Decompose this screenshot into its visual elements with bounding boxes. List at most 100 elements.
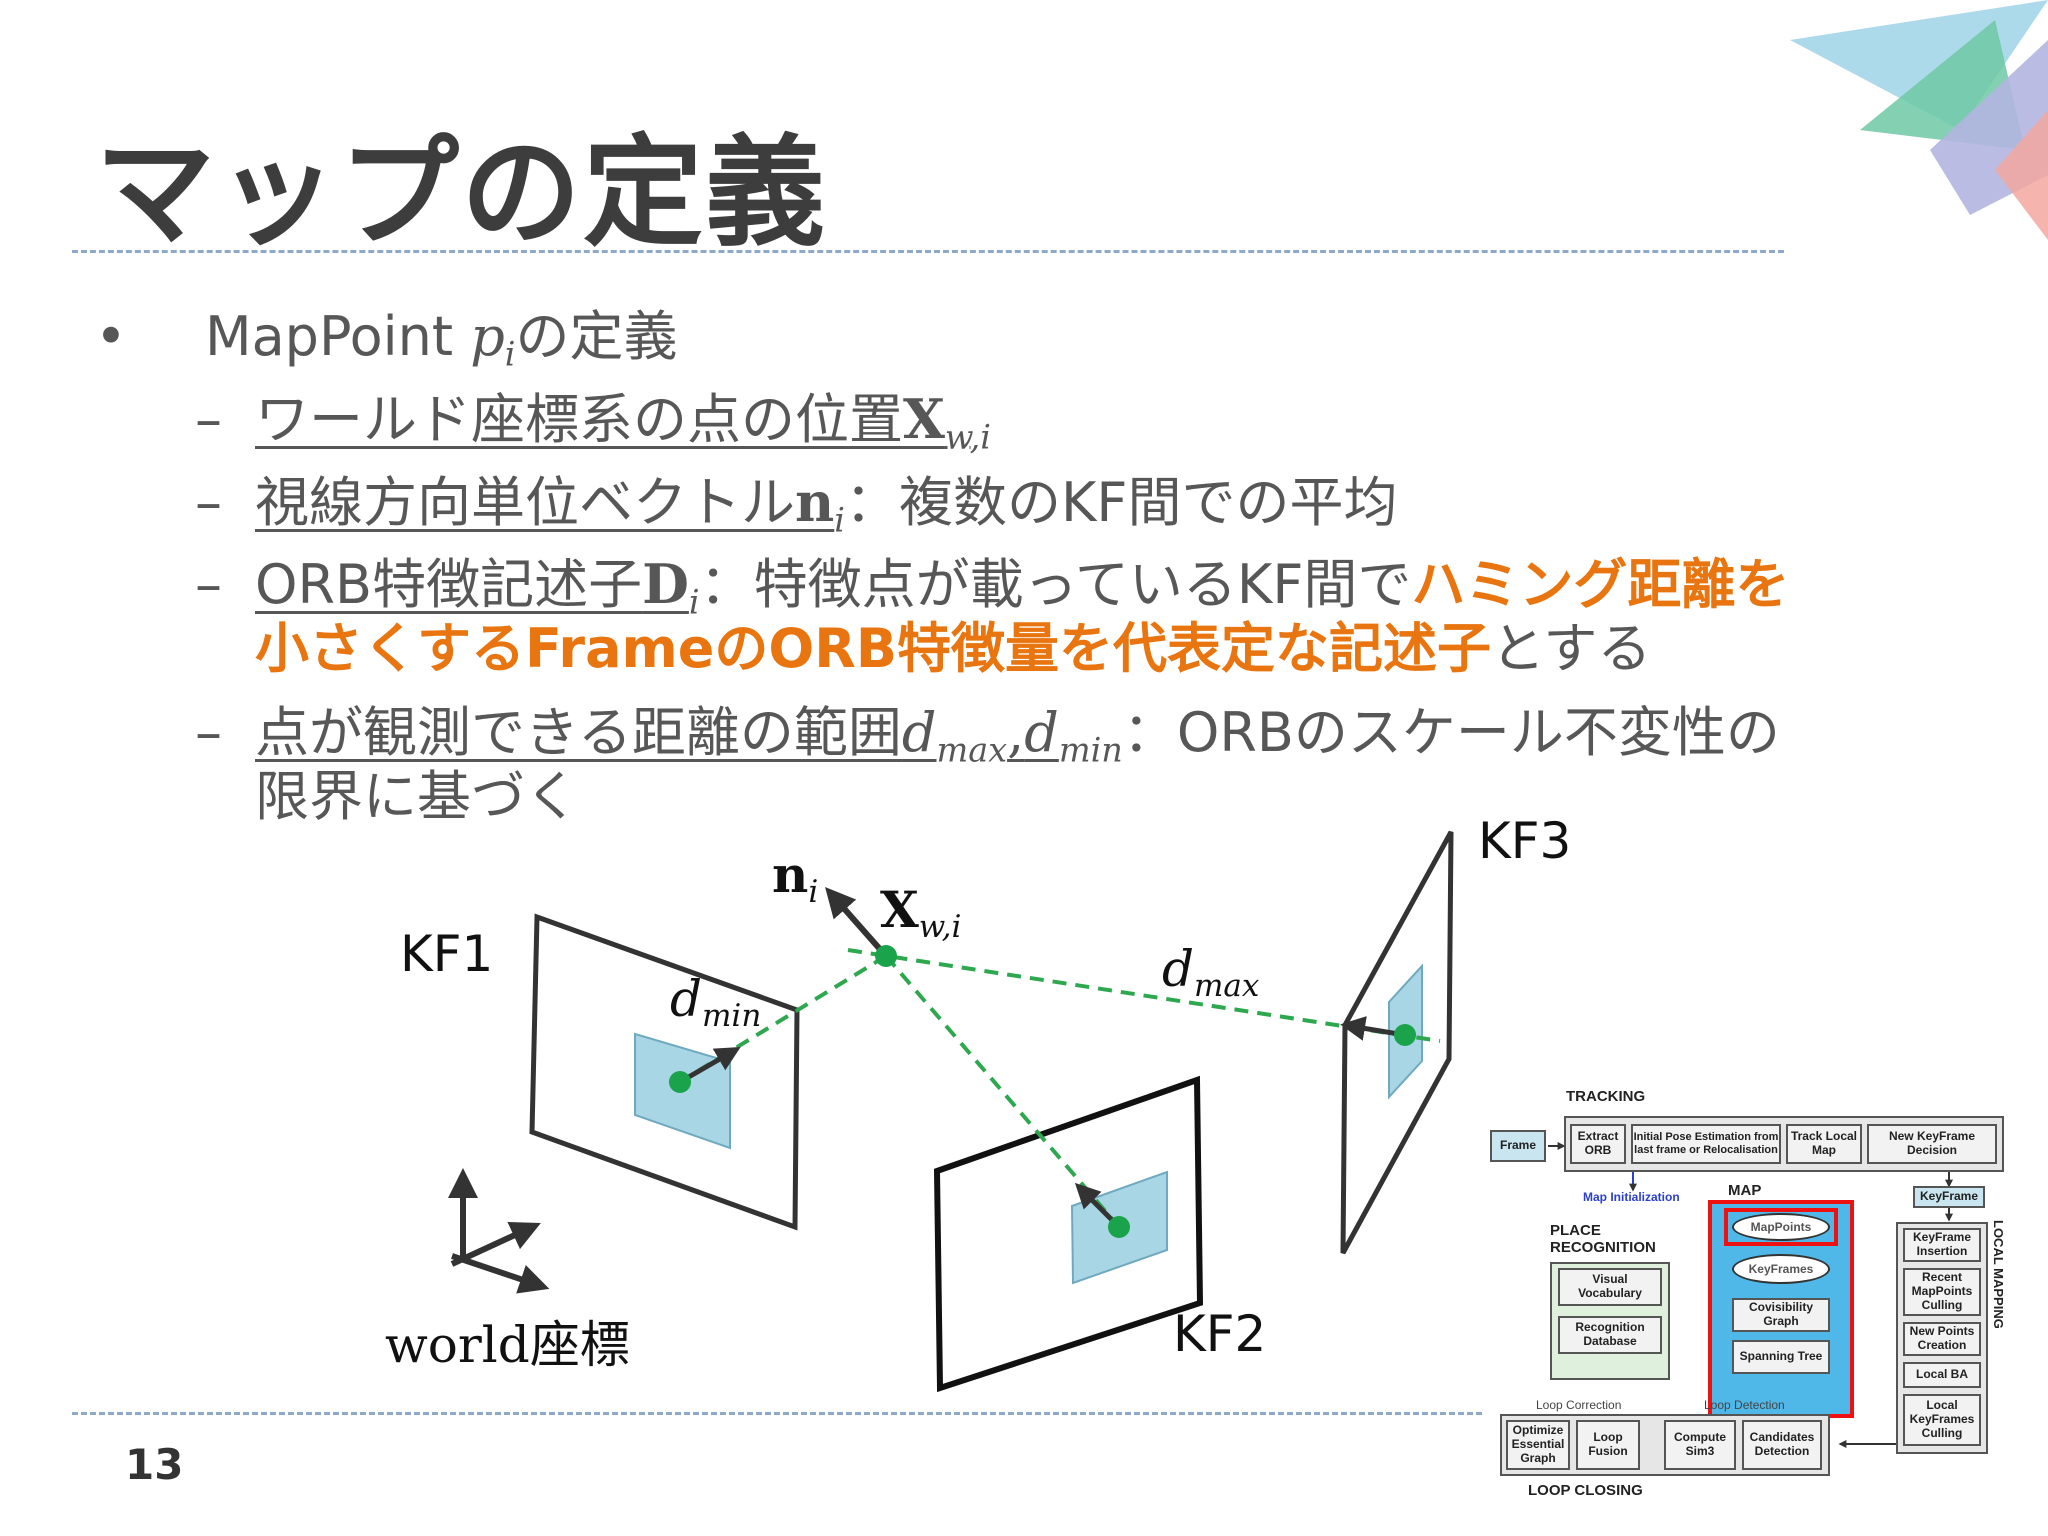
bullet-distance-range: –点が観測できる距離の範囲dmax,dmin：ORBのスケール不変性の [195, 688, 1780, 770]
track-local-map-box: Track Local Map [1786, 1124, 1862, 1164]
bullet-marker: – [195, 701, 222, 764]
ray-kf3 [847, 948, 1441, 1043]
initial-pose-box: Initial Pose Estimation from last frame … [1631, 1124, 1781, 1164]
covisibility-graph-box: Covisibility Graph [1732, 1298, 1830, 1332]
math-sub: max [936, 730, 1008, 770]
math-dmin: d [1024, 701, 1059, 764]
local-ba-box: Local BA [1903, 1362, 1981, 1388]
math-sub: i [504, 334, 516, 374]
bullet-rest: とする [1491, 617, 1652, 680]
math-sub: i [688, 582, 700, 622]
math-D: D [642, 552, 689, 616]
math-sub: i [834, 500, 845, 540]
bullet-mappoint: • MapPoint piの定義 [95, 292, 678, 374]
spanning-tree-box: Spanning Tree [1732, 1340, 1830, 1374]
dmax-label: dmax [1162, 940, 1259, 1004]
map-init-label: Map Initialization [1583, 1190, 1680, 1204]
loop-closing-heading: LOOP CLOSING [1528, 1482, 1643, 1499]
bullet-marker: • [95, 305, 127, 368]
bullet-rest: 限界に基づく [255, 765, 579, 828]
bullet-marker: – [195, 388, 222, 451]
candidates-detection-box: Candidates Detection [1742, 1420, 1822, 1470]
kf3-keypoint [1394, 1024, 1416, 1046]
recognition-database-box: Recognition Database [1558, 1316, 1662, 1354]
tracking-heading: TRACKING [1566, 1088, 1646, 1105]
math-sub: i [808, 873, 819, 910]
world-position-label: Xw,i [880, 880, 961, 945]
highlight-text: ハミング距離を [1411, 553, 1790, 616]
math-d: d [670, 970, 703, 1028]
math-sub: w,i [918, 908, 962, 945]
kf1-keypoint [669, 1071, 691, 1093]
mappoints-highlight [1724, 1208, 1838, 1246]
footer-divider [72, 1412, 1482, 1415]
keyframes-ellipse: KeyFrames [1732, 1254, 1830, 1284]
loop-detection-label: Loop Detection [1704, 1398, 1785, 1412]
kf2-frame [933, 1075, 1204, 1393]
bullet-text: MapPoint [205, 305, 471, 368]
bullet-text: ORB特徴記述子 [255, 553, 643, 616]
kf3-label: KF3 [1478, 812, 1572, 870]
bullet-underlined: ORB特徴記述子Di [255, 552, 700, 622]
math-separator: , [1007, 701, 1025, 764]
loop-correction-label: Loop Correction [1536, 1398, 1622, 1412]
dmin-label: dmin [670, 970, 761, 1034]
math-sub: w,i [944, 417, 991, 457]
bullet-orb-descriptor: –ORB特徴記述子Di：特徴点が載っているKF間でハミング距離を [195, 540, 1789, 622]
bullet-viewing-direction: –視線方向単位ベクトルni：複数のKF間での平均 [195, 458, 1397, 540]
ray-kf2 [884, 954, 1121, 1229]
new-kf-decision-box: New KeyFrame Decision [1867, 1124, 1997, 1164]
normal-vector-label: ni [772, 845, 818, 910]
loop-fusion-box: Loop Fusion [1576, 1420, 1640, 1470]
world-label: world座標 [385, 1305, 630, 1377]
orb-slam-system-diagram: TRACKING Frame Extract ORB Initial Pose … [1488, 1082, 2008, 1512]
local-mapping-heading: LOCAL MAPPING [1991, 1220, 2006, 1329]
bullet-text: ワールド座標系の点の位置 [255, 388, 903, 451]
local-kf-culling-box: Local KeyFrames Culling [1903, 1394, 1981, 1446]
kf2-keypoint [1108, 1216, 1130, 1238]
bullet-text: 点が観測できる距離の範囲 [255, 701, 902, 764]
map-point [875, 945, 897, 967]
math-dmax: d [901, 701, 937, 764]
ray-kf1 [678, 954, 888, 1084]
keyframe-box: KeyFrame [1913, 1186, 1985, 1208]
title-divider [72, 250, 1784, 253]
map-heading: MAP [1728, 1182, 1762, 1199]
corner-decoration [1790, 0, 2048, 240]
math-X: X [880, 880, 919, 939]
compute-sim3-box: Compute Sim3 [1664, 1420, 1736, 1470]
bullet-text-suffix: の定義 [515, 305, 678, 368]
place-recognition-heading: PLACE RECOGNITION [1550, 1222, 1656, 1257]
bullet-rest: ：ORBのスケール不変性の [1122, 701, 1780, 764]
bullet-position: –ワールド座標系の点の位置Xw,i [195, 375, 991, 457]
world-text: world [385, 1316, 530, 1374]
highlight-text: 小さくするFrameのORB特徴量を代表定な記述子 [255, 617, 1492, 680]
math-n: n [772, 845, 809, 904]
kf-insertion-box: KeyFrame Insertion [1903, 1228, 1981, 1262]
bullet-distance-range-cont: 限界に基づく [255, 752, 579, 831]
math-sub: min [1058, 730, 1123, 770]
frame-box: Frame [1490, 1130, 1546, 1162]
page-title: マップの定義 [95, 124, 827, 263]
bullet-underlined: 点が観測できる距離の範囲dmax,dmin [255, 701, 1123, 770]
bullet-text: 視線方向単位ベクトル [255, 471, 795, 534]
math-sub: min [702, 997, 762, 1034]
normal-vector-arrow [825, 887, 889, 958]
bullet-marker: – [195, 471, 222, 534]
optimize-essential-graph-box: Optimize Essential Graph [1506, 1420, 1570, 1470]
math-d: d [1162, 940, 1195, 998]
bullet-underlined: 視線方向単位ベクトルni [255, 470, 845, 540]
page-number: 13 [125, 1440, 184, 1489]
math-n: n [795, 470, 835, 534]
world-axis-x [451, 1253, 550, 1294]
extract-orb-box: Extract ORB [1570, 1124, 1626, 1164]
math-p: p [470, 305, 505, 368]
bullet-underlined: ワールド座標系の点の位置Xw,i [255, 387, 991, 457]
kf1-label: KF1 [400, 925, 494, 983]
math-X: X [903, 387, 945, 451]
visual-vocabulary-box: Visual Vocabulary [1558, 1268, 1662, 1306]
recent-mappoints-culling-box: Recent MapPoints Culling [1903, 1268, 1981, 1316]
mappoints-ellipse: MapPoints [1732, 1213, 1830, 1241]
bullet-orb-descriptor-cont: 小さくするFrameのORB特徴量を代表定な記述子とする [255, 604, 1651, 683]
